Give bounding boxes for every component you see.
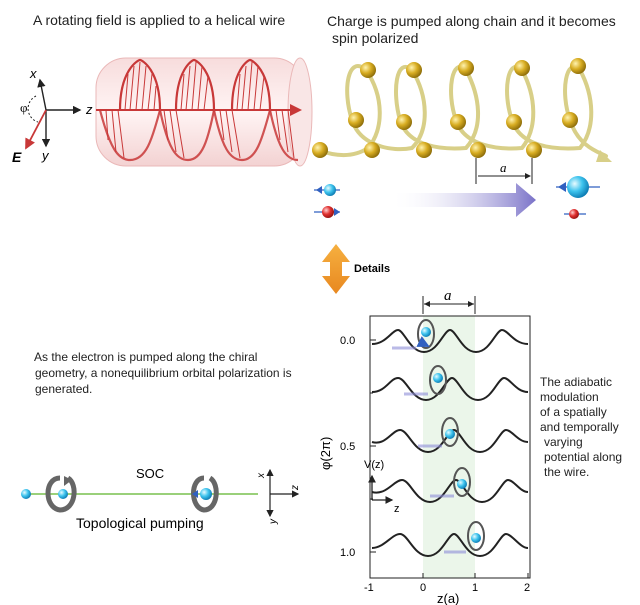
details-double-arrow: Details — [322, 244, 390, 294]
spin-electrons-left — [314, 184, 340, 218]
axis-small-y-label: y — [268, 518, 279, 525]
modulation-text-line7: the wire. — [544, 465, 590, 479]
plot-frame — [369, 315, 531, 579]
axis-x-label: x — [29, 66, 37, 81]
topological-pumping-illustration: SOC Topological pumping x z y — [21, 466, 301, 531]
field-arrows — [105, 61, 295, 159]
pumping-description-line1: As the electron is pumped along the chir… — [34, 350, 258, 364]
axis-small-x-label: x — [256, 472, 267, 479]
pumping-description-line2: geometry, a nonequilibrium orbital polar… — [35, 366, 292, 380]
rotation-arrow-right — [191, 475, 219, 513]
x-tick-3: 2 — [524, 582, 530, 594]
x-axis-label: z(a) — [437, 591, 459, 605]
y-tick-1: 0.5 — [340, 441, 355, 453]
chain-helix — [316, 64, 608, 158]
modulation-text-line4: and temporally — [540, 420, 619, 434]
x-tick-1: 0 — [420, 582, 426, 594]
axis-triad-top-left: z x y φ E — [12, 66, 93, 165]
field-e-label: E — [12, 149, 22, 165]
y-tick-0: 0.0 — [340, 335, 355, 347]
modulation-text-line1: The adiabatic — [540, 375, 613, 389]
y-axis-label: φ(2π) — [318, 437, 333, 470]
modulation-text-line6: potential along — [544, 450, 623, 464]
modulation-text-line5: varying — [544, 435, 583, 449]
gold-atoms — [312, 58, 586, 158]
chain-end-arrowhead — [596, 150, 612, 162]
title-top-right-line2: spin polarized — [332, 30, 419, 46]
topological-pumping-label: Topological pumping — [76, 515, 204, 531]
trailing-arrows — [392, 346, 466, 554]
helical-wire-illustration — [95, 57, 313, 167]
chain-illustration: a — [312, 58, 612, 219]
x-tick-2: 1 — [472, 582, 478, 594]
lattice-spacing-marker: a — [475, 158, 533, 184]
y-tick-2: 1.0 — [340, 547, 355, 559]
vz-label: V(z) — [364, 459, 384, 471]
soc-label: SOC — [136, 466, 164, 481]
axis-y-label: y — [41, 148, 50, 163]
potential-waves — [371, 328, 529, 558]
title-top-right-line1: Charge is pumped along chain and it beco… — [327, 13, 616, 29]
potential-plot: a — [318, 288, 531, 605]
chain-spacing-label: a — [500, 160, 507, 175]
cylinder-end-cap — [287, 57, 313, 167]
axis-small-z-label: z — [290, 485, 301, 491]
pumping-direction-arrow — [390, 183, 536, 217]
plot-top-spacing-label: a — [444, 288, 452, 304]
phi-label: φ — [20, 100, 28, 115]
details-label: Details — [354, 263, 390, 275]
z-mini-label: z — [394, 503, 400, 515]
pumped-electrons — [416, 319, 485, 551]
x-tick-0: -1 — [364, 582, 374, 594]
field-vector-arrow — [25, 109, 47, 150]
modulation-text-line3: of a spatially — [540, 405, 607, 419]
axis-z-label: z — [85, 102, 93, 117]
helix-loops — [98, 58, 299, 162]
rotation-arrow-left — [45, 475, 77, 513]
pumping-description-line3: generated. — [35, 382, 93, 396]
modulation-text-line2: modulation — [540, 390, 599, 404]
spin-electrons-right — [556, 176, 600, 219]
title-top-left: A rotating field is applied to a helical… — [33, 12, 286, 28]
